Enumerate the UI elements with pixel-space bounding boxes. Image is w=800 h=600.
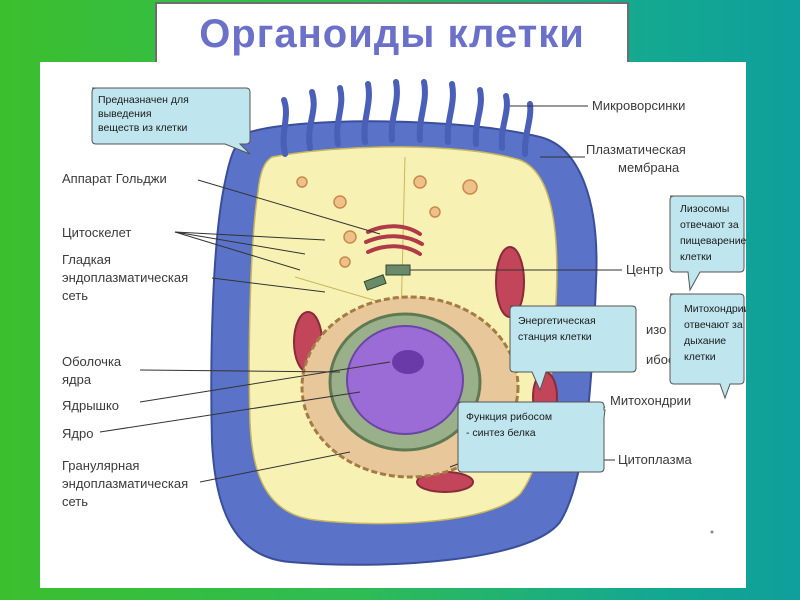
label-mitochondria: Митохондрии [610,393,691,408]
callout-mitochondria-line-1: Митохондрии [684,303,746,315]
callout-mitochondria-function: Митохондрии отвечают за дыхание клетки [669,293,746,400]
corner-dot [710,530,714,534]
centriole-shape [385,264,411,276]
callout-lysosome-line-2: отвечают за [680,219,739,231]
label-rough-er-3: сеть [62,494,88,509]
label-golgi: Аппарат Гольджи [62,171,167,186]
callout-golgi-line-2: выведения [98,108,152,120]
label-lysosome-partial: изо [646,322,666,337]
title-box: Органоиды клетки [155,2,629,66]
callout-energy-station: Энергетическая станция клетки [509,305,637,392]
label-centriole: Центр [626,262,663,277]
label-ribosome-partial: ибос [646,352,675,367]
callout-ribosome-function: Функция рибосом - синтез белка [457,401,606,473]
page-title: Органоиды клетки [199,11,585,56]
label-rough-er-2: эндоплазматическая [62,476,188,491]
microvilli [280,79,534,157]
diagram-panel: Микроворсинки Плазматическая мембрана Це… [40,62,746,588]
callout-lysosome-line-3: пищеварение [680,235,746,247]
label-microvilli: Микроворсинки [592,98,685,113]
label-rough-er-1: Гранулярная [62,458,139,473]
label-nucleolus: Ядрышко [62,398,119,413]
golgi-shapes [364,224,424,256]
nucleus-shape [346,325,464,435]
label-nuclear-envelope-2: ядра [62,372,92,387]
callout-golgi-line-3: веществ из клетки [98,122,188,134]
callout-mitochondria-line-4: клетки [684,351,716,363]
label-plasma-membrane-1: Плазматическая [586,142,686,157]
vesicles [296,175,478,268]
label-smooth-er-2: эндоплазматическая [62,270,188,285]
label-plasma-membrane-2: мембрана [618,160,680,175]
label-smooth-er-1: Гладкая [62,252,111,267]
nucleolus-shape [392,350,424,374]
callout-energy-line-2: станция клетки [518,331,592,343]
label-cytoskeleton: Цитоскелет [62,225,131,240]
callout-lysosome-function: Лизосомы отвечают за пищеварение клетки [669,195,746,292]
cell-diagram: Микроворсинки Плазматическая мембрана Це… [62,79,746,566]
callout-mitochondria-line-2: отвечают за [684,319,743,331]
callout-golgi-function: Предназначен для выведения веществ из кл… [91,87,251,155]
callout-lysosome-line-1: Лизосомы [680,203,729,215]
callout-energy-line-1: Энергетическая [518,315,596,327]
label-cytoplasm: Цитоплазма [618,452,693,467]
label-smooth-er-3: сеть [62,288,88,303]
label-nuclear-envelope-1: Оболочка [62,354,122,369]
callout-golgi-line-1: Предназначен для [98,94,189,106]
callout-ribosome-line-1: Функция рибосом [466,411,552,423]
label-nucleus: Ядро [62,426,93,441]
callout-ribosome-line-2: - синтез белка [466,427,536,439]
callout-mitochondria-line-3: дыхание [684,335,726,347]
callout-lysosome-line-4: клетки [680,251,712,263]
